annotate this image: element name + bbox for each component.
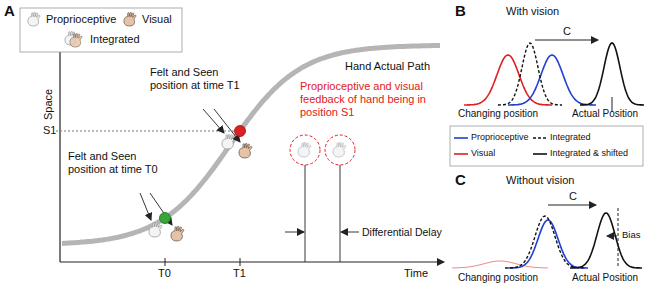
shift-arrow [548, 205, 596, 206]
feedback-circle [290, 135, 320, 165]
axis-label: Actual Position [572, 272, 638, 284]
axis-label: Changing position [458, 272, 538, 284]
hand-icon [298, 142, 311, 157]
panel-title: Without vision [506, 174, 574, 187]
distribution-curves [452, 43, 644, 268]
leader-arrow [214, 109, 240, 142]
axis-tick-label: T0 [158, 267, 171, 280]
legend-text: Integrated [90, 33, 140, 46]
panel-letter: C [455, 171, 466, 189]
shifted-curve [580, 43, 644, 105]
axis-tick-label: T1 [233, 267, 246, 280]
legend-text: Proprioceptive [46, 13, 116, 26]
legend-text: Integrated [550, 132, 591, 143]
delay-arrow [285, 232, 304, 233]
curve-label: Hand Actual Path [345, 60, 430, 73]
x-axis [60, 261, 444, 262]
panel-letter: B [455, 2, 466, 20]
annotation: Felt and Seen position at time T0 [68, 150, 164, 176]
leader-arrow [203, 109, 224, 133]
proprioceptive-curve [508, 55, 596, 105]
legend-sample [533, 153, 547, 155]
legend-sample [533, 137, 547, 138]
axis-label: Actual Position [572, 108, 638, 120]
visual-curve [452, 261, 548, 268]
delay-arrow [341, 232, 359, 233]
integrated-curve [498, 43, 562, 105]
hand-icon [239, 143, 252, 158]
delay-label: Differential Delay [362, 226, 442, 239]
feedback-note: Proprioceptive and visual feedback of ha… [300, 80, 448, 120]
legend-sample [454, 153, 468, 155]
axis-label: Changing position [458, 108, 538, 120]
shift-arrow [535, 40, 598, 41]
legend-text: Visual [471, 148, 495, 159]
axis-label: Space [42, 89, 55, 120]
proprioceptive-curve [508, 220, 588, 268]
legend-box [20, 8, 182, 52]
delay-line [340, 165, 341, 262]
red-dot [235, 126, 246, 137]
shifted-curve [570, 213, 642, 268]
legend-text: Integrated & shifted [550, 148, 628, 159]
hand-icon [124, 12, 136, 26]
delay-line [305, 165, 306, 262]
tick [240, 258, 241, 266]
hand-icon [28, 12, 40, 26]
hand-icon [70, 33, 82, 47]
annotation: Felt and Seen position at time T1 [150, 66, 246, 92]
axis-label: Time [404, 267, 428, 280]
legend-text: Visual [142, 13, 172, 26]
s1-guide [56, 131, 236, 132]
feedback-circle [325, 135, 355, 165]
actual-line [618, 208, 619, 268]
leader-arrow [150, 193, 172, 225]
hand-icon [333, 142, 346, 157]
hand-icon [222, 134, 235, 149]
integrated-curve [505, 216, 585, 268]
bias-label: Bias [621, 229, 641, 240]
panel-letter: A [4, 2, 15, 20]
tick [165, 258, 166, 266]
legend-box [450, 126, 643, 166]
hand-icon [149, 222, 162, 237]
arrow-label: C [562, 25, 572, 38]
hand-icon [171, 226, 184, 241]
legend-text: Proprioceptive [471, 132, 529, 143]
panel-title: With vision [506, 5, 559, 18]
leader-arrow [140, 193, 151, 220]
legend-sample [454, 137, 468, 139]
hand-path-curve [62, 46, 440, 244]
arrow-label: C [568, 190, 578, 203]
green-dot [160, 213, 171, 224]
axis-label: S1 [43, 124, 56, 137]
